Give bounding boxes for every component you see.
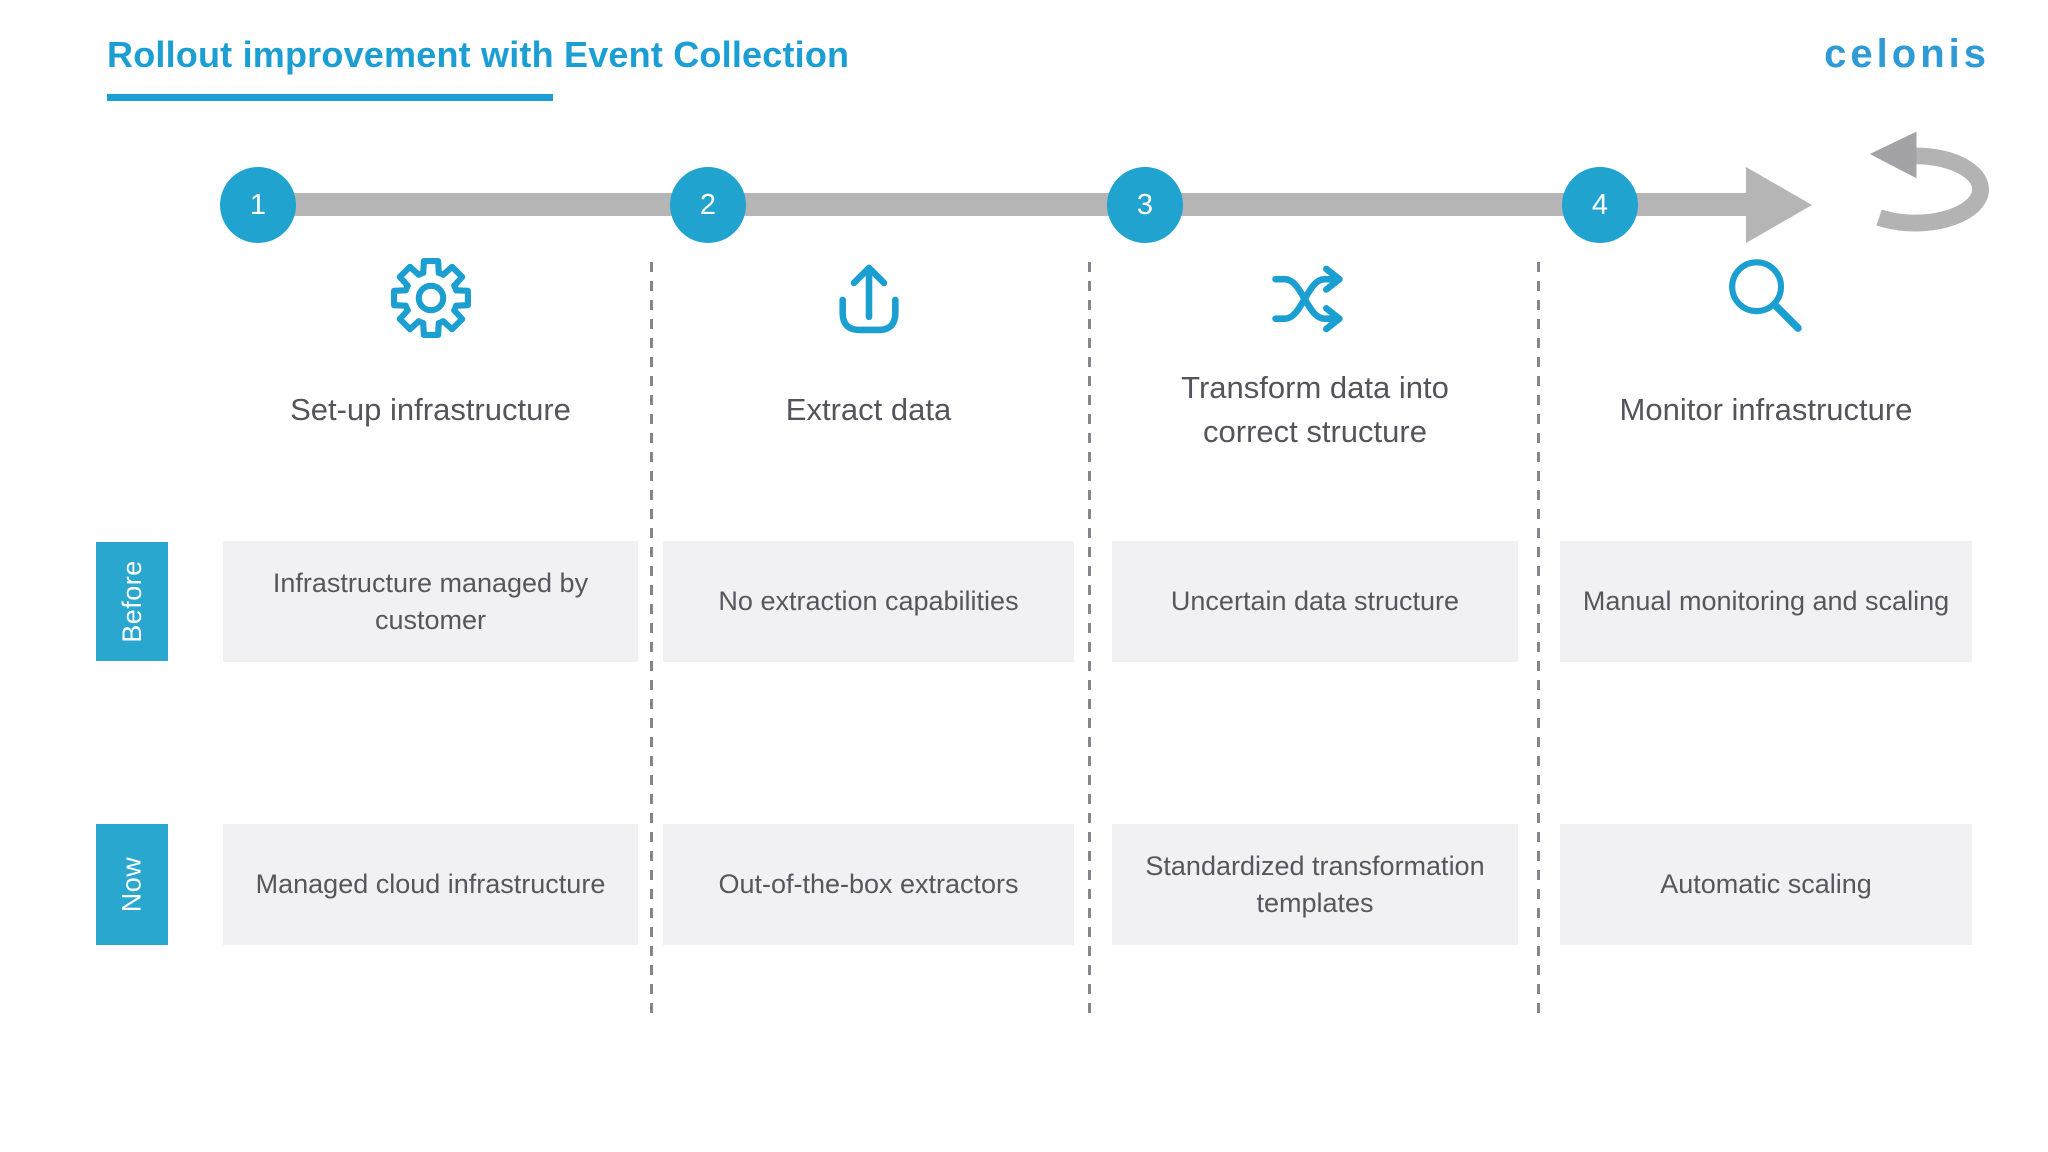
now-cell: Out-of-the-box extractors [663,824,1074,945]
now-cell-text: Automatic scaling [1660,869,1872,899]
step-circle-1: 1 [220,167,296,243]
before-cell: No extraction capabilities [663,541,1074,662]
page-title: Rollout improvement with Event Collectio… [107,34,850,75]
step-number: 3 [1136,188,1154,221]
now-cell: Standardized transformation templates [1112,824,1518,945]
search-icon [1560,248,1972,348]
celonis-logo: celonis [1824,32,1990,76]
now-cell-text: Managed cloud infrastructure [255,869,606,899]
before-label-text: Before [116,560,147,643]
timeline-arrowhead-icon [1746,167,1812,243]
step-title: Transform data into correct structure [1112,364,1518,456]
before-cell-text: Uncertain data structure [1170,586,1460,616]
title-underline [107,94,553,101]
column-monitor-infrastructure: Monitor infrastructure Manual monitoring… [1560,0,1972,1152]
column-separator [1088,262,1091,1015]
step-title: Set-up infrastructure [223,364,638,456]
gear-icon [223,248,638,348]
column-setup-infrastructure: Set-up infrastructure Infrastructure man… [223,0,638,1152]
step-title: Monitor infrastructure [1560,364,1972,456]
step-circle-4: 4 [1562,167,1638,243]
column-separator [1537,262,1540,1015]
before-cell: Infrastructure managed by customer [223,541,638,662]
column-extract-data: Extract data No extraction capabilities … [663,0,1074,1152]
loop-arrow-icon [1862,126,2012,243]
step-title-text: Monitor infrastructure [1619,392,1913,427]
step-number: 4 [1591,188,1609,221]
step-number: 1 [249,188,267,221]
column-transform-data: Transform data into correct structure Un… [1112,0,1518,1152]
before-cell: Manual monitoring and scaling [1560,541,1972,662]
timeline-bar [258,193,1748,216]
now-cell: Managed cloud infrastructure [223,824,638,945]
now-row-label: Now [96,824,168,945]
before-cell-text: No extraction capabilities [718,586,1019,616]
step-circle-2: 2 [670,167,746,243]
step-title-text: Extract data [785,392,952,427]
step-number: 2 [699,188,717,221]
before-row-label: Before [96,542,168,661]
upload-icon [663,248,1074,348]
before-cell: Uncertain data structure [1112,541,1518,662]
before-cell-text: Manual monitoring and scaling [1582,586,1950,616]
step-circle-3: 3 [1107,167,1183,243]
now-cell: Automatic scaling [1560,824,1972,945]
now-cell-text: Standardized transformation templates [1145,850,1485,918]
now-label-text: Now [116,856,147,913]
step-title-text: Set-up infrastructure [290,392,571,427]
before-cell-text: Infrastructure managed by customer [272,567,589,635]
column-separator [650,262,653,1015]
now-cell-text: Out-of-the-box extractors [718,869,1019,899]
step-title: Extract data [663,364,1074,456]
step-title-text: Transform data into correct structure [1181,370,1449,449]
shuffle-icon [1112,248,1518,348]
